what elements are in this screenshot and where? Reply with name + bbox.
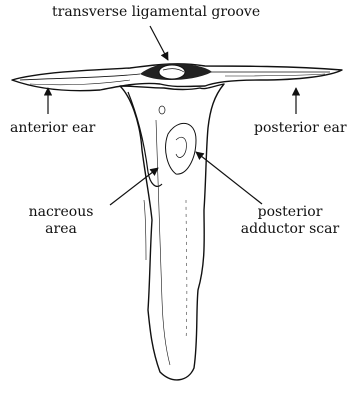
- nacreous-label-line1: nacreous: [20, 204, 102, 221]
- shell-body: [120, 84, 224, 380]
- scar-label-line2: adductor scar: [234, 221, 346, 238]
- nacreous-label-line2: area: [20, 221, 102, 238]
- groove-label: transverse ligamental groove: [52, 4, 260, 21]
- anterior-ear-label: anterior ear: [10, 120, 95, 137]
- scar-label: posterior adductor scar: [234, 204, 346, 238]
- nacreous-label: nacreous area: [20, 204, 102, 238]
- groove-arrow: [150, 26, 168, 60]
- posterior-ear-label: posterior ear: [254, 120, 347, 137]
- scar-label-line1: posterior: [234, 204, 346, 221]
